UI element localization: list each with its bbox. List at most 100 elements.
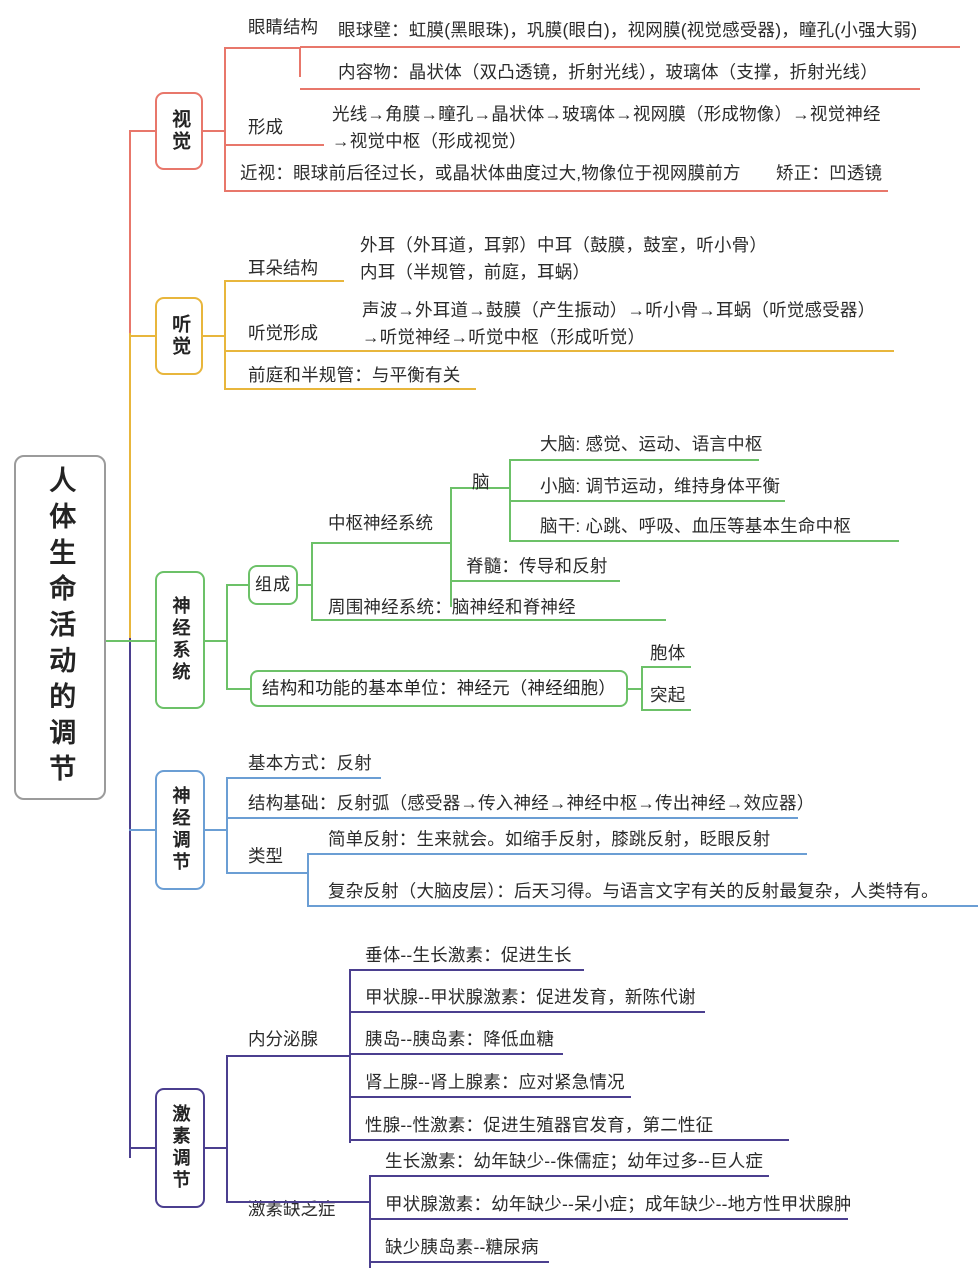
underline-spinal-cord <box>450 580 620 582</box>
leaf-pancreas: 胰岛--胰岛素：降低血糖 <box>365 1029 555 1049</box>
connector-endocrine <box>226 1055 350 1057</box>
label-endocrine-glands: 内分泌腺 <box>248 1029 318 1049</box>
underline-pancreas <box>349 1053 563 1055</box>
leaf-adrenal: 肾上腺--肾上腺素：应对紧急情况 <box>365 1072 625 1092</box>
connector-eye-structure <box>224 47 300 49</box>
underline-pituitary <box>349 969 584 971</box>
leaf-pns: 周围神经系统：脑神经和脊神经 <box>328 597 576 617</box>
leaf-myopia: 近视：眼球前后径过长，或晶状体曲度过大,物像位于视网膜前方 矫正：凹透镜 <box>240 163 883 183</box>
trunk-vision <box>129 130 131 335</box>
branch-node-vision[interactable]: 视觉 <box>155 92 203 170</box>
leaf-brainstem: 脑干: 心跳、呼吸、血压等基本生命中枢 <box>540 516 852 536</box>
branch-node-hormone[interactable]: 激素调节 <box>155 1088 205 1208</box>
branch-node-hormone-label: 激素调节 <box>170 1104 191 1192</box>
label-hearing-formation: 听觉形成 <box>248 323 318 343</box>
spine-hormone <box>226 1055 228 1201</box>
underline-pns <box>311 619 666 621</box>
node-neuron[interactable]: 结构和功能的基本单位：神经元（神经细胞） <box>250 670 628 707</box>
connector-ns-out <box>205 640 227 642</box>
leaf-cerebrum: 大脑: 感觉、运动、语言中枢 <box>540 434 763 454</box>
label-hormone-deficiency: 激素缺乏症 <box>248 1199 336 1219</box>
underline-complex-reflex <box>307 905 978 907</box>
connector-vision-formation <box>224 144 324 146</box>
label-vision-formation: 形成 <box>248 117 283 137</box>
connector-reflex-type <box>226 872 308 874</box>
underline-basic-mode <box>226 777 381 779</box>
leaf-eyeball-wall: 眼球壁：虹膜(黑眼珠)，巩膜(眼白)，视网膜(视觉感受器)，瞳孔(小强大弱) <box>338 20 918 40</box>
branch-node-nervous-regulation[interactable]: 神经调节 <box>155 770 205 890</box>
connector-hormone-out <box>205 1147 227 1149</box>
spine-endocrine <box>349 969 351 1143</box>
underline-structural-basis <box>226 817 798 819</box>
underline-cerebellum <box>509 500 785 502</box>
node-composition[interactable]: 组成 <box>248 565 298 605</box>
trunk-lower <box>129 638 131 1158</box>
root-stub <box>106 640 130 642</box>
underline-insulin-deficiency <box>369 1261 549 1263</box>
connector-deficiency <box>226 1201 370 1203</box>
spine-eye-structure <box>299 47 301 77</box>
underline-myopia <box>224 190 888 192</box>
connector-hearing-in <box>129 335 157 337</box>
underline-soma <box>641 666 691 668</box>
leaf-cns: 中枢神经系统 <box>328 513 433 533</box>
connector-hearing-out <box>203 335 225 337</box>
branch-node-hearing-label: 听觉 <box>169 314 191 358</box>
connector-brain <box>450 487 510 489</box>
label-reflex-type: 类型 <box>248 846 283 866</box>
spine-reflex-type <box>307 853 309 905</box>
connector-composition-out <box>298 584 312 586</box>
underline-gonads <box>349 1139 789 1141</box>
connector-composition <box>226 584 248 586</box>
leaf-vision-formation: 光线→角膜→瞳孔→晶状体→玻璃体→视网膜（形成物像）→视觉神经→视觉中枢（形成视… <box>332 104 881 152</box>
leaf-ear-structure: 外耳（外耳道，耳郭）中耳（鼓膜，鼓室，听小骨）内耳（半规管，前庭，耳蜗） <box>360 235 759 283</box>
leaf-spinal-cord: 脊髓：传导和反射 <box>466 556 608 576</box>
leaf-growth-hormone-deficiency: 生长激素：幼年缺少--侏儒症；幼年过多--巨人症 <box>385 1151 764 1171</box>
connector-vision-in <box>129 130 157 132</box>
spine-vision <box>224 47 226 190</box>
branch-node-hearing[interactable]: 听觉 <box>155 297 203 375</box>
connector-nr-out <box>205 829 227 831</box>
branch-node-vision-label: 视觉 <box>169 109 191 153</box>
branch-node-nervous-regulation-label: 神经调节 <box>170 786 191 874</box>
branch-node-nervous-system[interactable]: 神经系统 <box>155 571 205 709</box>
leaf-soma: 胞体 <box>650 643 686 663</box>
leaf-basic-mode: 基本方式：反射 <box>248 753 372 773</box>
spine-nr <box>226 777 228 872</box>
label-brain: 脑 <box>472 472 490 492</box>
spine-composition <box>311 542 313 619</box>
underline-thyroid <box>349 1011 705 1013</box>
root-node[interactable]: 人体生命活动的调节 <box>14 455 106 800</box>
leaf-eyeball-content: 内容物：晶状体（双凸透镜，折射光线），玻璃体（支撑，折射光线） <box>338 62 878 82</box>
underline-hearing-formation <box>224 350 894 352</box>
leaf-simple-reflex: 简单反射：生来就会。如缩手反射，膝跳反射，眨眼反射 <box>328 829 771 849</box>
label-ear-structure: 耳朵结构 <box>248 258 318 278</box>
underline-brainstem <box>509 540 899 542</box>
leaf-structural-basis: 结构基础：反射弧（感受器→传入神经→神经中枢→传出神经→效应器） <box>248 793 815 813</box>
connector-cns <box>311 542 451 544</box>
spine-deficiency <box>369 1175 371 1268</box>
connector-ear-structure <box>224 280 344 282</box>
branch-node-nervous-system-label: 神经系统 <box>170 596 191 684</box>
leaf-thyroid: 甲状腺--甲状腺激素：促进发育，新陈代谢 <box>365 987 696 1007</box>
trunk-hearing <box>129 333 131 640</box>
leaf-hearing-formation: 声波→外耳道→鼓膜（产生振动）→听小骨→耳蜗（听觉感受器）→听觉神经→听觉中枢（… <box>362 300 876 348</box>
leaf-vestibule: 前庭和半规管：与平衡有关 <box>248 365 461 385</box>
leaf-insulin-deficiency: 缺少胰岛素--糖尿病 <box>385 1237 539 1257</box>
spine-cns <box>450 487 452 607</box>
underline-growth-hormone-deficiency <box>369 1175 769 1177</box>
spine-brain <box>509 459 511 540</box>
leaf-neurite: 突起 <box>650 685 686 705</box>
node-composition-label: 组成 <box>255 575 291 595</box>
underline-adrenal <box>349 1096 631 1098</box>
node-neuron-label: 结构和功能的基本单位：神经元（神经细胞） <box>262 678 616 699</box>
underline-simple-reflex <box>307 853 807 855</box>
leaf-gonads: 性腺--性激素：促进生殖器官发育，第二性征 <box>365 1115 714 1135</box>
spine-ns <box>226 584 228 688</box>
connector-nr-in <box>129 829 157 831</box>
underline-eyeball-content <box>300 88 920 90</box>
connector-hormone-in <box>129 1147 157 1149</box>
connector-ns-in <box>129 640 157 642</box>
underline-eyeball-wall <box>300 46 960 48</box>
